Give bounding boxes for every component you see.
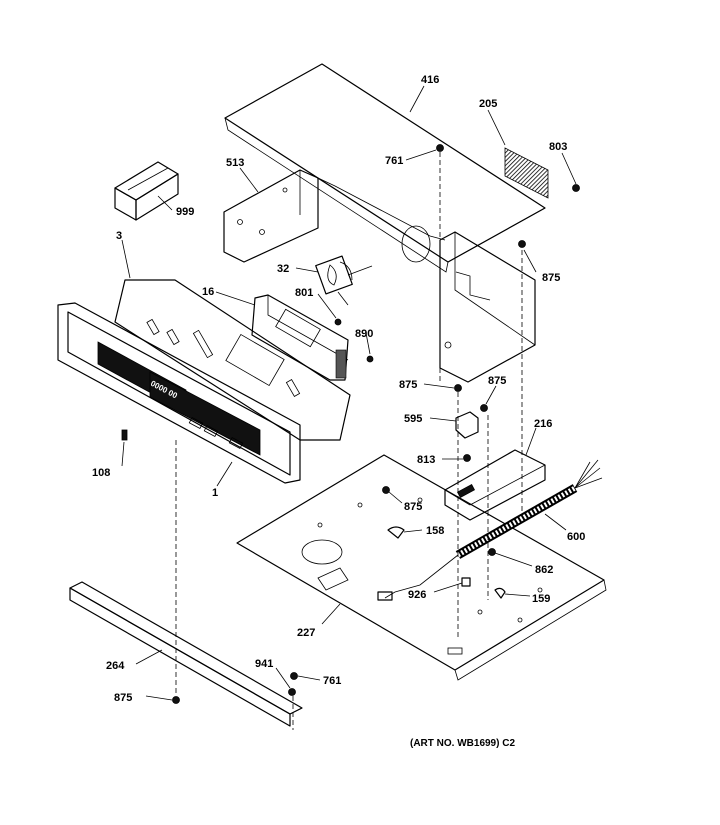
callout-600: 600 <box>567 531 585 543</box>
callout-16: 16 <box>202 286 214 298</box>
trim-strip <box>69 581 303 727</box>
screw-761-a <box>436 144 444 152</box>
callout-3: 3 <box>116 230 122 242</box>
accessory-box <box>114 161 179 221</box>
screw-803 <box>572 184 580 192</box>
callout-108: 108 <box>92 467 110 479</box>
callout-941: 941 <box>255 658 273 670</box>
callout-32: 32 <box>277 263 289 275</box>
base-plate <box>236 454 607 681</box>
art-number: (ART NO. WB1699) C2 <box>410 738 515 749</box>
cooling-fan <box>315 255 373 306</box>
screw-890 <box>366 355 374 363</box>
callout-513: 513 <box>226 157 244 169</box>
callout-205: 205 <box>479 98 497 110</box>
leader-lines <box>121 85 577 701</box>
screw-875-a <box>518 240 526 248</box>
callout-264: 264 <box>106 660 125 672</box>
callout-813: 813 <box>417 454 435 466</box>
callout-595: 595 <box>404 413 422 425</box>
screw-875-e <box>172 696 180 704</box>
bracket-595 <box>455 411 479 439</box>
callout-159: 159 <box>532 593 550 605</box>
callout-158: 158 <box>426 525 444 537</box>
control-panel-front: 0000 00 <box>57 302 301 484</box>
screw-941 <box>288 688 296 696</box>
vent-grille <box>504 147 549 199</box>
screw-875-d <box>382 486 390 494</box>
clip-159 <box>494 587 506 599</box>
callout-926: 926 <box>408 589 426 601</box>
electronic-control-board <box>251 294 349 381</box>
top-cover <box>224 63 546 273</box>
screw-801 <box>334 318 342 326</box>
assembly-lines <box>175 152 523 730</box>
callout-999: 999 <box>176 206 194 218</box>
callout-216: 216 <box>534 418 552 430</box>
callout-803: 803 <box>549 141 567 153</box>
screw-926 <box>461 577 471 587</box>
callout-890: 890 <box>355 328 373 340</box>
wire-harness <box>377 459 603 601</box>
callout-227: 227 <box>297 627 315 639</box>
callout-labels: 416 205 803 761 513 999 3 875 32 16 801 … <box>92 74 585 704</box>
screw-813 <box>463 454 471 462</box>
callout-761: 761 <box>323 675 341 687</box>
callout-801: 801 <box>295 287 313 299</box>
callout-761: 761 <box>385 155 403 167</box>
right-side-panel <box>439 231 536 383</box>
screw-862 <box>488 548 496 556</box>
housing-back-wall <box>317 177 446 263</box>
screw-108 <box>121 429 128 441</box>
screw-875-b <box>454 384 462 392</box>
clip-158 <box>387 526 405 539</box>
callout-875: 875 <box>542 272 560 284</box>
callout-1: 1 <box>212 487 218 499</box>
callout-875: 875 <box>404 501 422 513</box>
callout-416: 416 <box>421 74 439 86</box>
screw-761-b <box>290 672 298 680</box>
control-panel-backing <box>114 279 351 441</box>
callout-875: 875 <box>114 692 132 704</box>
callout-862: 862 <box>535 564 553 576</box>
screw-875-c <box>480 404 488 412</box>
callout-875: 875 <box>488 375 506 387</box>
callout-875: 875 <box>399 379 417 391</box>
left-side-panel <box>223 169 319 263</box>
